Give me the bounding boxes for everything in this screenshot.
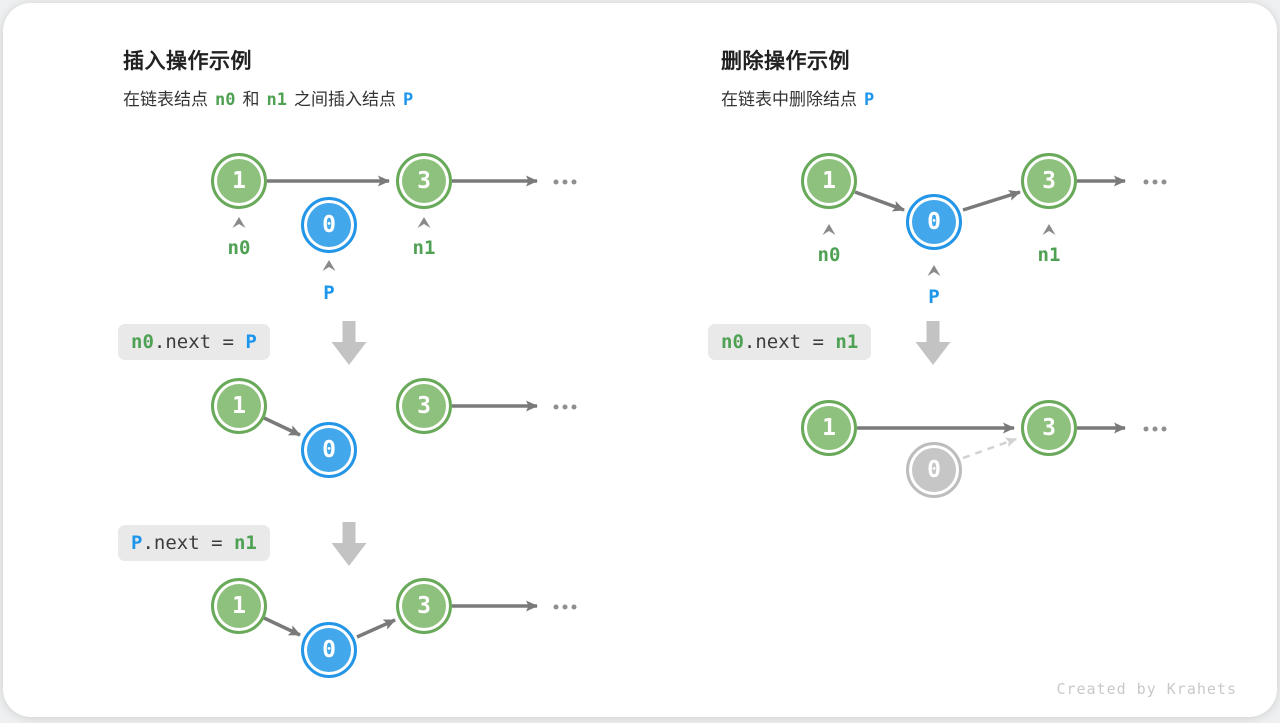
node-value: 3	[1042, 168, 1056, 194]
node-value: 0	[322, 212, 336, 238]
ellipsis-icon	[553, 604, 577, 610]
arrow-right1-p-to-n1	[962, 190, 1021, 212]
code-label-n0-next-p: n0.next = P	[118, 324, 270, 360]
node-value: 0	[322, 437, 336, 463]
ellipsis-icon	[1143, 426, 1167, 432]
node-value: 1	[232, 393, 246, 419]
caret-up-icon	[927, 265, 941, 276]
pointer-label-n0: n0	[817, 244, 841, 266]
node-value: 3	[417, 393, 431, 419]
node-value: 1	[232, 168, 246, 194]
pointer-label-p: P	[928, 286, 940, 308]
token-n1: n1	[266, 90, 287, 110]
list-node-0-new: 0	[301, 197, 357, 253]
code-lhs: n0	[721, 331, 744, 353]
list-node-1: 1	[801, 400, 857, 456]
arrow-left3-n0-to-p	[263, 616, 301, 637]
list-node-1: 1	[801, 153, 857, 209]
diagram-card: 插入操作示例 在链表结点 n0 和 n1 之间插入结点 P 1 3 0 n0 n1 P n…	[3, 3, 1277, 717]
node-value: 0	[927, 209, 941, 235]
list-node-3: 3	[1021, 153, 1077, 209]
list-node-1: 1	[211, 153, 267, 209]
caret-up-icon	[322, 260, 336, 271]
watermark-credit: Created by Krahets	[1056, 680, 1237, 698]
arrow-right1-n0-to-p	[854, 190, 905, 212]
subtitle-text: 和	[242, 90, 260, 109]
node-value: 3	[417, 593, 431, 619]
pointer-label-p: P	[323, 282, 335, 304]
subtitle-text: 之间插入结点	[293, 90, 396, 109]
pointer-label-n0: n0	[227, 237, 251, 259]
list-node-0-new: 0	[301, 622, 357, 678]
node-value: 1	[232, 593, 246, 619]
code-lhs: n0	[131, 331, 154, 353]
list-node-0-p: 0	[906, 194, 962, 250]
code-mid: .next =	[743, 331, 836, 353]
arrow-right2-deleted-p-to-n1-dashed	[962, 437, 1017, 460]
list-node-1: 1	[211, 378, 267, 434]
connection-arrows-layer	[263, 175, 1126, 639]
token-p: P	[402, 90, 414, 110]
list-node-0-deleted: 0	[906, 442, 962, 498]
list-node-3: 3	[1021, 400, 1077, 456]
node-value: 3	[1042, 415, 1056, 441]
code-rhs: n1	[835, 331, 859, 353]
list-node-1: 1	[211, 578, 267, 634]
deletion-title: 删除操作示例	[721, 50, 850, 73]
code-label-n0-next-n1: n0.next = n1	[708, 324, 872, 360]
code-label-p-next-n1: P.next = n1	[118, 525, 270, 561]
ellipsis-icon	[553, 179, 577, 185]
pointer-label-n1: n1	[1037, 244, 1061, 266]
code-rhs: P	[245, 331, 257, 353]
deletion-subtitle: 在链表中删除结点 P	[721, 85, 881, 110]
code-mid: .next =	[153, 331, 246, 353]
code-lhs: P	[131, 532, 143, 554]
insertion-title: 插入操作示例	[123, 50, 252, 73]
subtitle-text: 在链表结点	[123, 90, 208, 109]
arrow-left3-p-to-n1	[356, 618, 396, 639]
list-node-0-new: 0	[301, 422, 357, 478]
caret-up-icon	[232, 217, 246, 228]
node-value: 0	[322, 637, 336, 663]
node-value: 3	[417, 168, 431, 194]
down-block-arrow-icon	[331, 321, 367, 365]
insertion-subtitle: 在链表结点 n0 和 n1 之间插入结点 P	[123, 85, 420, 110]
code-rhs: n1	[233, 532, 257, 554]
list-node-3: 3	[396, 578, 452, 634]
token-p: P	[864, 90, 875, 110]
down-block-arrow-icon	[915, 321, 951, 365]
node-value: 1	[822, 415, 836, 441]
list-node-3: 3	[396, 153, 452, 209]
subtitle-text: 在链表中删除结点	[721, 90, 857, 109]
pointer-label-n1: n1	[412, 237, 436, 259]
caret-up-icon	[822, 224, 836, 235]
node-value: 1	[822, 168, 836, 194]
ellipsis-icon	[553, 404, 577, 410]
token-n0: n0	[215, 90, 236, 110]
node-value: 0	[927, 457, 941, 483]
down-block-arrow-icon	[331, 522, 367, 566]
list-node-3: 3	[396, 378, 452, 434]
caret-up-icon	[417, 217, 431, 228]
code-mid: .next =	[142, 532, 234, 554]
arrow-left2-n0-to-p	[263, 416, 301, 437]
ellipsis-icon	[1143, 179, 1167, 185]
caret-up-icon	[1042, 224, 1056, 235]
